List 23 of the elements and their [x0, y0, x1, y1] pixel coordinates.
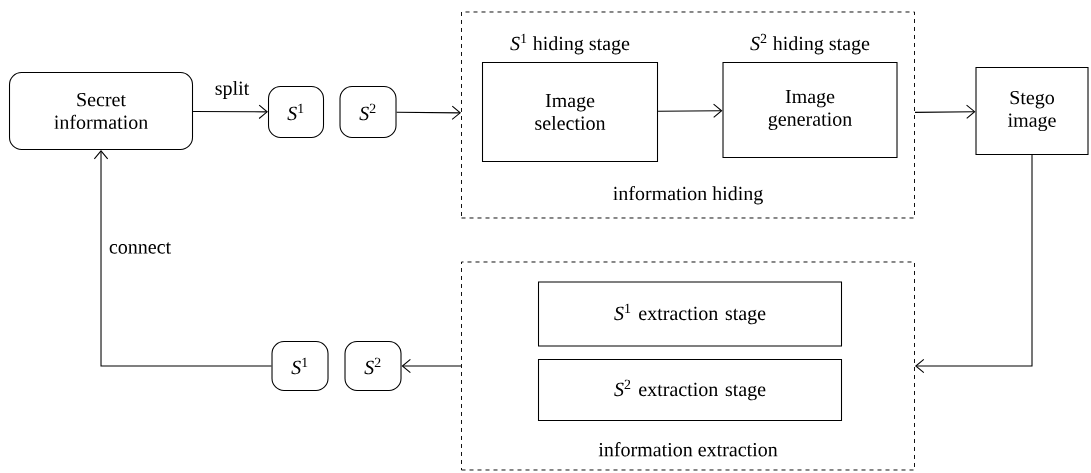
arrow [401, 358, 462, 374]
arrow [93, 150, 272, 367]
arrow [914, 154, 1033, 374]
stage-heading: S$^{1}$ hiding stage [510, 33, 630, 55]
process-box: S$^{2}$ extraction stage [537, 358, 843, 422]
rounded-box: S$^{2}$ [339, 85, 397, 139]
process-box: S$^{1}$ extraction stage [537, 281, 843, 347]
group-label: information hiding [613, 186, 763, 205]
edge-label: connect [109, 242, 171, 254]
arrow [657, 103, 723, 118]
arrow [192, 104, 268, 119]
rounded-box: Secret information [8, 71, 194, 151]
group-label: information extraction [598, 442, 778, 457]
rounded-box: S$^{1}$ [267, 85, 325, 139]
arrow [914, 104, 976, 119]
process-box: Stego image [975, 66, 1089, 156]
stage-heading: S$^{2}$ hiding stage [750, 33, 870, 55]
process-box: Image generation [722, 61, 898, 159]
edge-label: split [215, 80, 250, 100]
rounded-box: S$^{2}$ [344, 340, 402, 392]
rounded-box: S$^{1}$ [271, 340, 329, 392]
arrow [396, 105, 462, 120]
process-box: Image selection [481, 61, 659, 163]
